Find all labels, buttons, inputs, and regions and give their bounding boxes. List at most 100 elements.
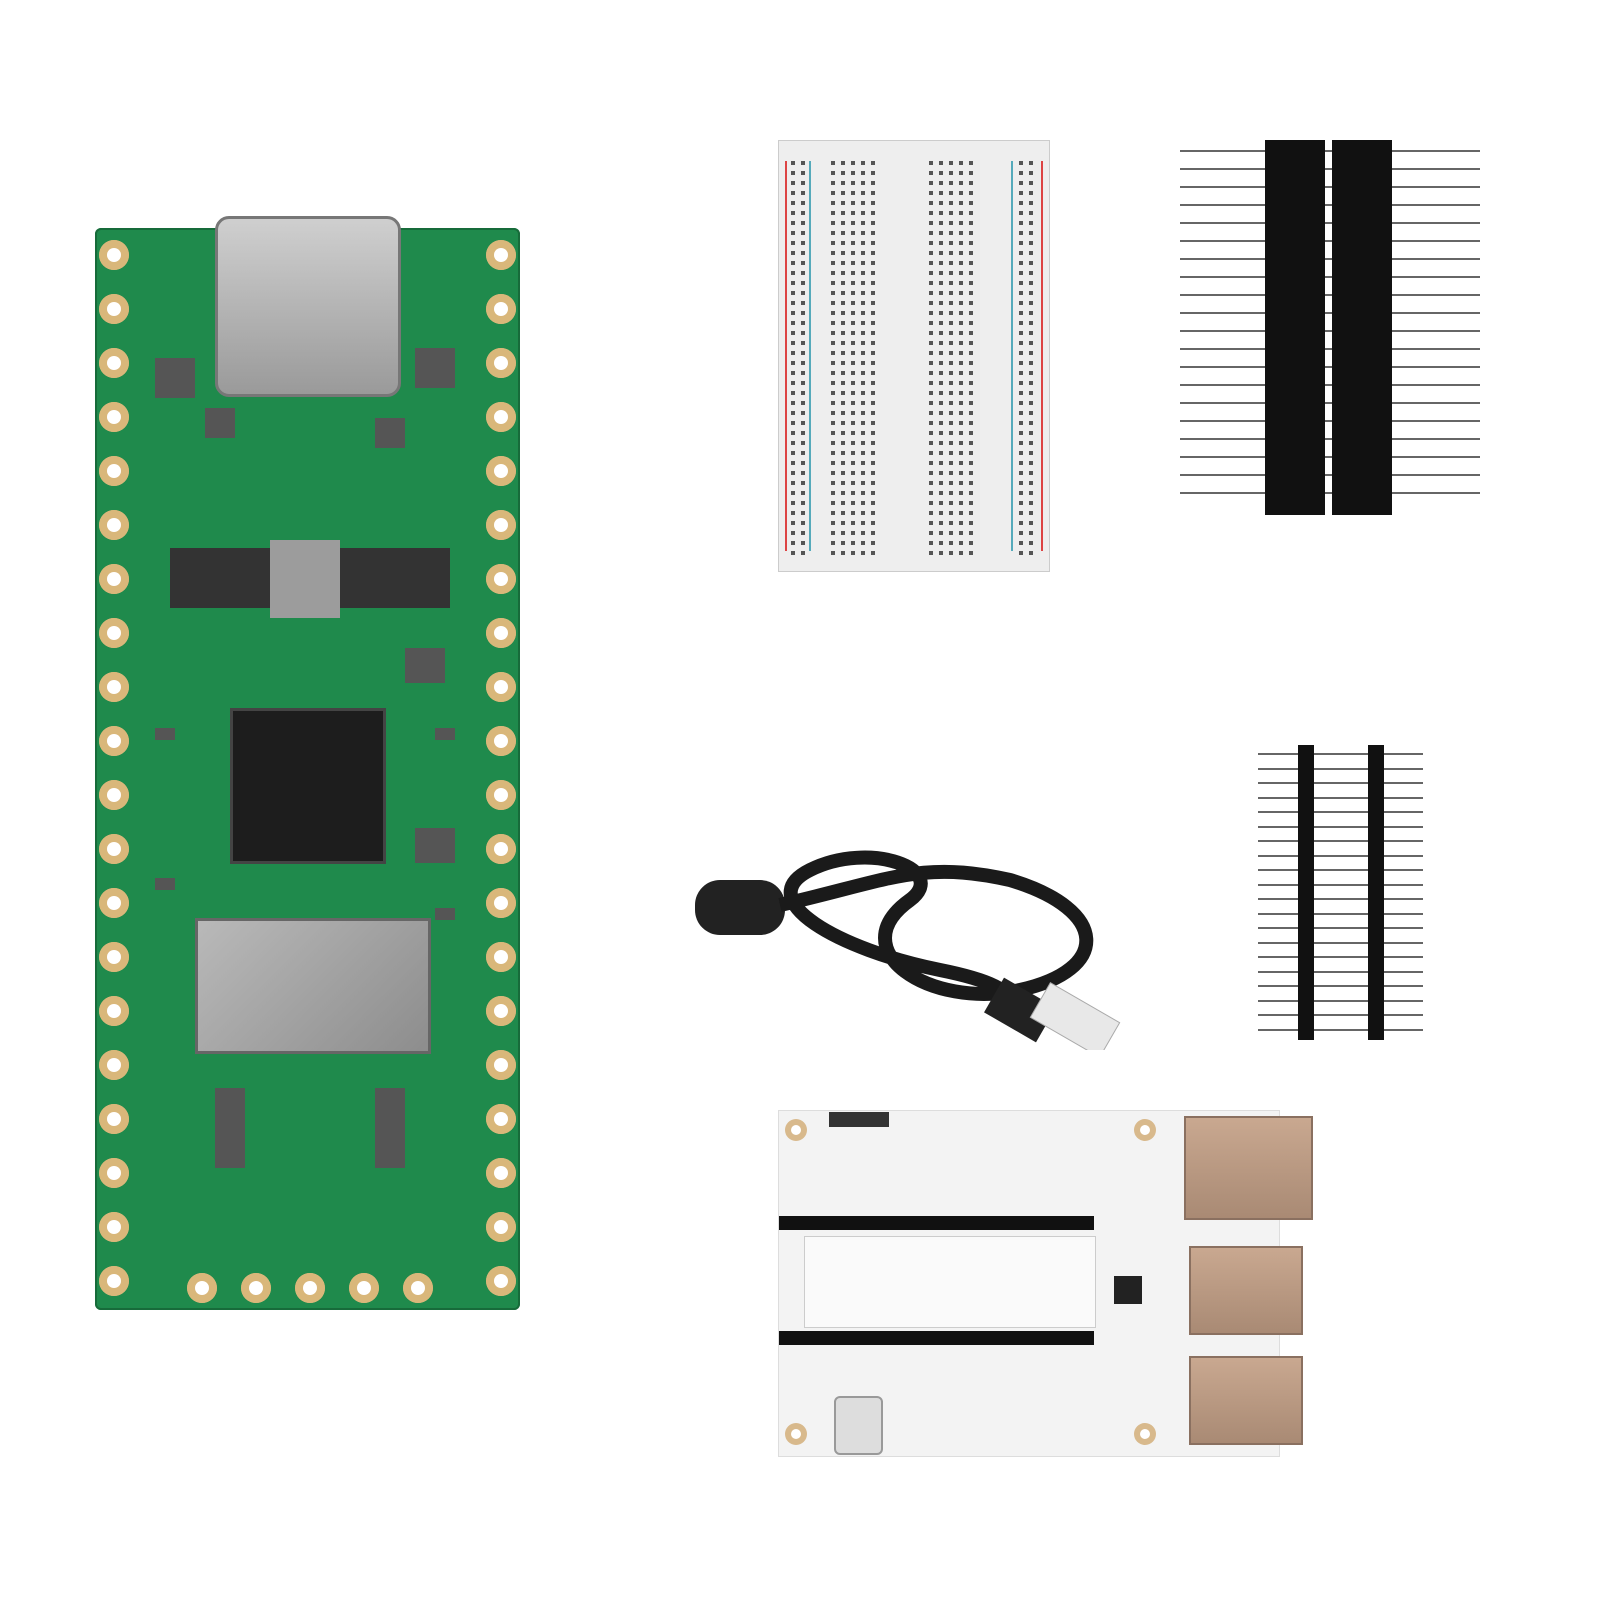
breadboard-hole bbox=[791, 361, 795, 365]
breadboard-hole bbox=[851, 271, 855, 275]
breadboard-hole bbox=[1019, 381, 1023, 385]
breadboard-hole bbox=[949, 431, 953, 435]
breadboard-hole bbox=[1019, 531, 1023, 535]
breadboard-hole bbox=[1029, 301, 1033, 305]
breadboard-hole bbox=[1019, 321, 1023, 325]
breadboard-hole bbox=[861, 251, 865, 255]
breadboard-hole bbox=[949, 401, 953, 405]
breadboard-hole bbox=[939, 391, 943, 395]
breadboard-hole bbox=[801, 491, 805, 495]
breadboard-hole bbox=[969, 441, 973, 445]
breadboard-hole bbox=[929, 331, 933, 335]
breadboard-hole bbox=[1029, 331, 1033, 335]
breadboard-hole bbox=[959, 301, 963, 305]
breadboard-hole bbox=[949, 211, 953, 215]
breadboard-hole bbox=[791, 531, 795, 535]
breadboard-hole bbox=[851, 181, 855, 185]
breadboard-hole bbox=[801, 451, 805, 455]
breadboard-hole bbox=[791, 481, 795, 485]
header-pin bbox=[1180, 492, 1480, 494]
breadboard-hole bbox=[929, 161, 933, 165]
breadboard-hole bbox=[1029, 271, 1033, 275]
breadboard-hole bbox=[969, 221, 973, 225]
gpio-pad bbox=[187, 1273, 217, 1303]
breadboard-hole bbox=[801, 411, 805, 415]
breadboard-hole bbox=[851, 401, 855, 405]
breadboard-hole bbox=[871, 211, 875, 215]
breadboard-hole bbox=[959, 541, 963, 545]
usb-a-plug bbox=[1029, 981, 1121, 1050]
header-pin bbox=[1180, 366, 1480, 368]
breadboard-hole bbox=[791, 221, 795, 225]
breadboard-hole bbox=[841, 261, 845, 265]
breadboard-hole bbox=[851, 231, 855, 235]
breadboard-hole bbox=[791, 401, 795, 405]
header-pin bbox=[1258, 898, 1423, 900]
breadboard-hole bbox=[871, 271, 875, 275]
breadboard-hole bbox=[949, 391, 953, 395]
power-rail-line bbox=[1011, 161, 1013, 551]
breadboard-hole bbox=[801, 541, 805, 545]
gpio-pad bbox=[486, 402, 516, 432]
breadboard-hole bbox=[969, 281, 973, 285]
mini-breadboard bbox=[778, 140, 1050, 572]
breadboard-hole bbox=[1019, 261, 1023, 265]
breadboard-hole bbox=[949, 181, 953, 185]
breadboard-hole bbox=[831, 291, 835, 295]
breadboard-hole bbox=[801, 311, 805, 315]
breadboard-hole bbox=[1029, 471, 1033, 475]
breadboard-hole bbox=[831, 381, 835, 385]
breadboard-hole bbox=[1019, 391, 1023, 395]
breadboard-hole bbox=[801, 321, 805, 325]
breadboard-hole bbox=[949, 291, 953, 295]
breadboard-hole bbox=[969, 351, 973, 355]
breadboard-hole bbox=[949, 231, 953, 235]
breadboard-hole bbox=[939, 471, 943, 475]
gpio-pad bbox=[99, 402, 129, 432]
breadboard-hole bbox=[791, 271, 795, 275]
breadboard-hole bbox=[801, 521, 805, 525]
breadboard-hole bbox=[969, 201, 973, 205]
breadboard-hole bbox=[929, 511, 933, 515]
breadboard-hole bbox=[851, 341, 855, 345]
breadboard-hole bbox=[831, 341, 835, 345]
breadboard-hole bbox=[949, 471, 953, 475]
breadboard-hole bbox=[841, 251, 845, 255]
header-pin bbox=[1180, 420, 1480, 422]
breadboard-hole bbox=[871, 381, 875, 385]
breadboard-hole bbox=[801, 191, 805, 195]
breadboard-hole bbox=[939, 491, 943, 495]
breadboard-hole bbox=[861, 351, 865, 355]
breadboard-hole bbox=[861, 181, 865, 185]
breadboard-hole bbox=[949, 351, 953, 355]
breadboard-hole bbox=[861, 211, 865, 215]
gpio-pad bbox=[486, 1158, 516, 1188]
breadboard-hole bbox=[939, 191, 943, 195]
breadboard-hole bbox=[841, 291, 845, 295]
breadboard-hole bbox=[969, 231, 973, 235]
breadboard-hole bbox=[969, 191, 973, 195]
breadboard-hole bbox=[949, 551, 953, 555]
breadboard-hole bbox=[851, 241, 855, 245]
breadboard-hole bbox=[791, 551, 795, 555]
breadboard-hole bbox=[841, 551, 845, 555]
gpio-pad bbox=[486, 888, 516, 918]
breadboard-hole bbox=[939, 331, 943, 335]
breadboard-hole bbox=[1019, 341, 1023, 345]
breadboard-hole bbox=[861, 241, 865, 245]
white-io-expansion-board bbox=[778, 1110, 1313, 1457]
breadboard-hole bbox=[1029, 251, 1033, 255]
breadboard-hole bbox=[841, 421, 845, 425]
breadboard-hole bbox=[949, 311, 953, 315]
breadboard-hole bbox=[929, 281, 933, 285]
breadboard-hole bbox=[831, 161, 835, 165]
header-pin bbox=[1258, 941, 1423, 944]
gpio-pad bbox=[99, 996, 129, 1026]
breadboard-hole bbox=[959, 351, 963, 355]
gpio-pad bbox=[99, 1266, 129, 1296]
breadboard-hole bbox=[801, 241, 805, 245]
breadboard-hole bbox=[791, 201, 795, 205]
breadboard-hole bbox=[861, 221, 865, 225]
breadboard-hole bbox=[969, 521, 973, 525]
breadboard-hole bbox=[801, 171, 805, 175]
